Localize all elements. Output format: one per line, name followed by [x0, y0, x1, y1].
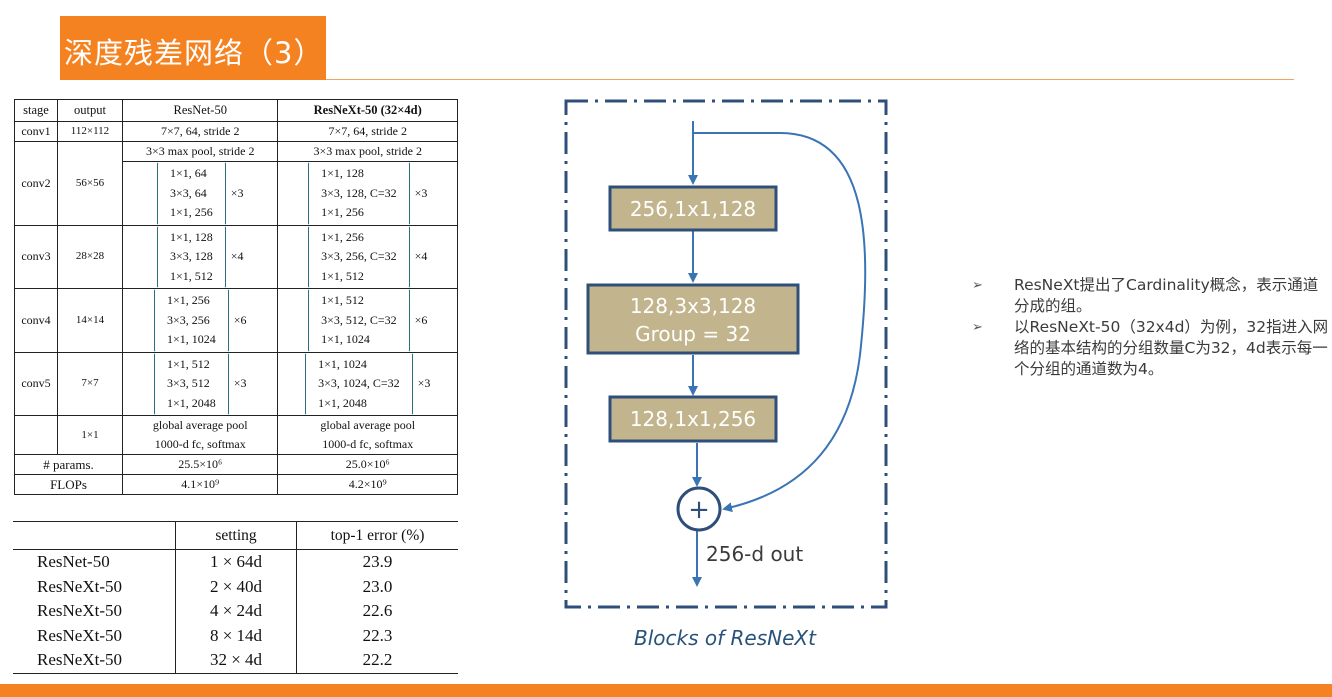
output-label: 256-d out — [706, 542, 803, 566]
stage-cell: conv3 — [14, 224, 58, 289]
flops-resnext: 4.2×10⁹ — [277, 474, 458, 495]
output-cell: 56×56 — [57, 141, 123, 226]
bullet-item: ➢ 以ResNeXt-50（32x4d）为例，32指进入网络的基本结构的分组数量… — [972, 317, 1332, 380]
error-value: 22.2 — [296, 648, 458, 674]
conv-block-3-label: 128,1x1,256 — [630, 407, 756, 431]
architecture-table: stage output ResNet-50 ResNeXt-50 (32×4d… — [14, 99, 458, 495]
header-stage: stage — [14, 99, 58, 122]
resnext-cell: 7×7, 64, stride 2 — [277, 121, 458, 142]
resnext-block-diagram: 256,1x1,128 128,3x3,128 Group = 32 128,1… — [564, 99, 888, 609]
title-banner — [60, 16, 326, 80]
bullet-list: ➢ ResNeXt提出了Cardinality概念，表示通道分成的组。 ➢ 以R… — [972, 275, 1332, 380]
stage-cell — [14, 415, 58, 455]
flops-label: FLOPs — [14, 474, 123, 495]
flops-resnet: 4.1×10⁹ — [121, 474, 279, 495]
title-underline — [326, 79, 1294, 80]
table-row: ResNeXt-50 8 × 14d 22.3 — [13, 623, 458, 648]
conv-block-1 — [608, 185, 778, 232]
diagram-caption: Blocks of ResNeXt — [634, 626, 816, 650]
output-cell: 7×7 — [57, 351, 123, 416]
header-setting: setting — [175, 521, 297, 550]
table-row: ResNeXt-50 2 × 40d 23.0 — [13, 574, 458, 599]
shortcut-connection — [693, 132, 867, 513]
setting-value: 1 × 64d — [175, 549, 297, 575]
setting-value: 2 × 40d — [175, 574, 297, 599]
error-value: 23.0 — [296, 574, 458, 599]
maxpool-cell: 3×3 max pool, stride 2 — [277, 141, 458, 162]
error-value: 22.6 — [296, 599, 458, 624]
stage-cell: conv5 — [14, 351, 58, 416]
conv-block-2 — [586, 283, 800, 355]
table-row: ResNeXt-50 32 × 4d 22.2 — [13, 648, 458, 674]
table-row: ResNet-50 1 × 64d 23.9 — [13, 549, 458, 575]
output-cell: 112×112 — [57, 121, 123, 142]
setting-value: 4 × 24d — [175, 599, 297, 624]
slide-title: 深度残差网络（3） — [64, 36, 324, 70]
output-cell: 28×28 — [57, 224, 123, 289]
arrow-bullet-icon: ➢ — [972, 320, 983, 335]
model-name: ResNet-50 — [37, 552, 110, 572]
footer-bar — [0, 684, 1332, 697]
output-cell: 14×14 — [57, 288, 123, 353]
bullet-text: 以ResNeXt-50（32x4d）为例，32指进入网络的基本结构的分组数量C为… — [1014, 318, 1329, 378]
header-resnext: ResNeXt-50 (32×4d) — [277, 99, 458, 122]
header-error: top-1 error (%) — [296, 521, 458, 550]
error-value: 22.3 — [296, 623, 458, 648]
sum-node — [676, 486, 722, 532]
model-name: ResNeXt-50 — [37, 576, 122, 596]
model-name: ResNeXt-50 — [13, 648, 176, 674]
params-resnext: 25.0×10⁶ — [277, 454, 458, 475]
stage-cell: conv1 — [14, 121, 58, 142]
header-output: output — [57, 99, 123, 122]
output-cell: 1×1 — [57, 415, 123, 455]
conv-block-3 — [608, 395, 778, 443]
resnet-cell: 7×7, 64, stride 2 — [121, 121, 279, 142]
table-row: ResNeXt-50 4 × 24d 22.6 — [13, 599, 458, 624]
stage-cell: conv2 — [14, 141, 58, 226]
conv-block-1-label: 256,1x1,128 — [630, 197, 756, 221]
header-resnet: ResNet-50 — [121, 99, 279, 122]
conv-block-2-group: Group = 32 — [635, 322, 751, 346]
params-label: # params. — [14, 454, 123, 475]
arrow-bullet-icon: ➢ — [972, 278, 983, 293]
block-frame — [564, 99, 888, 609]
model-name: ResNeXt-50 — [37, 625, 122, 645]
maxpool-cell: 3×3 max pool, stride 2 — [121, 141, 279, 162]
setting-value: 8 × 14d — [175, 623, 297, 648]
setting-value: 32 × 4d — [175, 648, 297, 674]
bullet-item: ➢ ResNeXt提出了Cardinality概念，表示通道分成的组。 — [972, 275, 1332, 317]
error-table: setting top-1 error (%) ResNet-50 1 × 64… — [13, 521, 458, 674]
plus-icon: + — [688, 495, 710, 525]
stage-cell: conv4 — [14, 288, 58, 353]
error-value: 23.9 — [296, 549, 458, 575]
params-resnet: 25.5×10⁶ — [121, 454, 279, 475]
bullet-text: ResNeXt提出了Cardinality概念，表示通道分成的组。 — [1014, 276, 1319, 315]
header-name — [13, 521, 176, 550]
conv-block-2-label: 128,3x3,128 — [630, 294, 756, 318]
model-name: ResNeXt-50 — [37, 601, 122, 621]
